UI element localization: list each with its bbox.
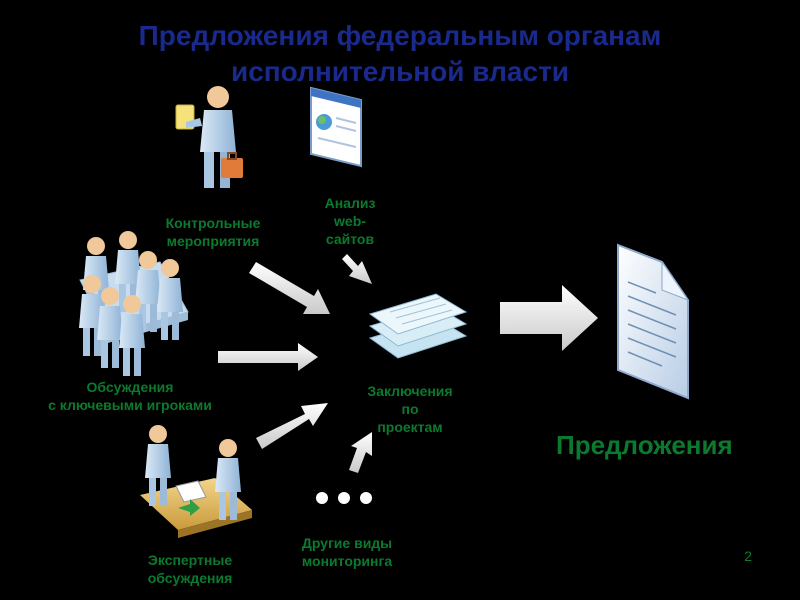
label-line: web- — [334, 213, 366, 229]
ellipsis-icon — [316, 492, 372, 504]
arrow-to-document — [500, 285, 598, 351]
arrow-from-web — [342, 254, 372, 284]
label-line: мониторинга — [301, 553, 393, 569]
label-line: сайтов — [325, 231, 375, 247]
label-line: обсуждения — [147, 570, 233, 586]
label-web-analysis: Анализ web- сайтов — [300, 194, 400, 248]
arrow-from-control — [249, 262, 330, 314]
label-line: Другие виды — [301, 535, 393, 551]
label-line: с ключевыми игроками — [48, 397, 212, 413]
page-number: 2 — [744, 548, 752, 564]
slide-title: Предложения федеральным органам исполнит… — [100, 18, 700, 90]
label-line: по — [401, 401, 419, 417]
label-other-monitoring: Другие виды мониторинга — [272, 534, 422, 570]
expert-discussion-icon — [140, 425, 252, 538]
meeting-group-icon — [79, 231, 189, 376]
document-icon — [617, 243, 690, 400]
label-conclusions: Заключения по проектам — [350, 382, 470, 436]
label-line: Обсуждения — [86, 379, 174, 395]
arrow-from-expert — [256, 403, 328, 449]
label-proposals-output: Предложения — [556, 430, 733, 460]
papers-stack-icon — [368, 293, 468, 359]
label-line: Экспертные — [147, 552, 233, 568]
label-line: Контрольные — [165, 215, 261, 231]
slide-title-line-1: Предложения федеральным органам — [138, 20, 662, 51]
arrow-from-discussions — [218, 343, 318, 371]
label-discussions: Обсуждения с ключевыми игроками — [40, 378, 220, 414]
arrow-from-other — [349, 432, 372, 473]
label-line: мероприятия — [166, 233, 260, 249]
label-line: проектам — [377, 419, 443, 435]
label-line: Анализ — [324, 195, 376, 211]
web-window-icon — [310, 86, 362, 168]
label-expert-discussions: Экспертные обсуждения — [120, 551, 260, 587]
label-control-measures: Контрольные мероприятия — [138, 214, 288, 250]
slide-title-line-2: исполнительной власти — [230, 56, 569, 87]
label-line: Заключения — [367, 383, 453, 399]
inspector-figure-icon — [175, 86, 243, 188]
